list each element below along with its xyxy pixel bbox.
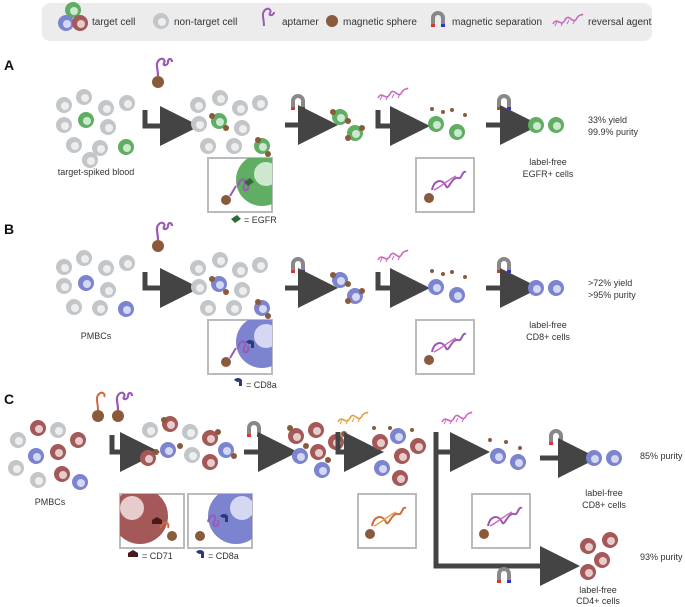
- panel-c-result1-line1: label-free: [585, 488, 623, 498]
- panel-b-result-line1: label-free: [529, 320, 567, 330]
- legend-box: [42, 3, 652, 41]
- panel-c-inset-cd71: [119, 493, 185, 549]
- panel-c-stat1: 85% purity: [640, 451, 683, 461]
- panel-c-inset-released-1: [357, 493, 417, 549]
- panel-a-inset-key: = EGFR: [244, 215, 277, 225]
- panel-a-bound-cells: [190, 90, 271, 157]
- cd8a-icon-c: [196, 549, 204, 558]
- panel-c-magnet-icon: [247, 421, 261, 437]
- panel-b-arrow-3: [375, 268, 430, 308]
- panel-c-arrow-4: [433, 432, 490, 472]
- panel-b-letter: B: [4, 221, 14, 237]
- panel-c-reversal-agent-1: [337, 411, 369, 425]
- panel-c-magnet-icon-2: [549, 429, 563, 445]
- panel-a-result-line1: label-free: [529, 157, 567, 167]
- panel-a-aptamer-sphere: [150, 57, 174, 90]
- cd8a-icon: [234, 377, 242, 386]
- legend-label-aptamer: aptamer: [282, 17, 319, 28]
- panel-b-result-cells: [528, 280, 564, 296]
- cd71-icon: [128, 550, 138, 557]
- panel-a-released-cells: [428, 107, 467, 140]
- non-target-cell-icon: [153, 13, 169, 29]
- panel-c-reversal-agent-2: [441, 411, 473, 425]
- panel-c-inset-cd8a: [187, 493, 253, 549]
- panel-c-arrow-branch: [433, 452, 580, 586]
- panel-a-result-cells: [528, 117, 564, 133]
- panel-a-result-line2: EGFR+ cells: [523, 169, 574, 179]
- panel-a-inset-released: [415, 157, 475, 213]
- panel-b-result-line2: CD8+ cells: [526, 332, 570, 342]
- aptamer-icon: [261, 7, 275, 27]
- panel-c-arrow-1: [109, 432, 160, 472]
- panel-a-inset: [207, 157, 273, 213]
- panel-c-stat2: 93% purity: [640, 552, 683, 562]
- panel-a-start-label: target-spiked blood: [58, 167, 135, 177]
- panel-b-magnet-icon: [291, 257, 305, 273]
- panel-a-stat1: 33% yield: [588, 115, 627, 125]
- panel-b-released-cells: [428, 269, 467, 303]
- panel-c-result-cells-2: [580, 532, 618, 580]
- panel-c-released-cells-2: [488, 438, 526, 470]
- legend-label-nontarget: non-target cell: [174, 17, 237, 28]
- panel-c-released-cells-1: [372, 426, 426, 486]
- panel-c-inset-released-2: [471, 493, 531, 549]
- panel-c-letter: C: [4, 391, 14, 407]
- panel-a-letter: A: [4, 57, 14, 73]
- panel-a-magnet-icon: [291, 94, 305, 110]
- egfr-icon: [231, 215, 241, 223]
- magnetic-sphere-icon: [326, 15, 338, 27]
- panel-a-stat2: 99.9% purity: [588, 127, 639, 137]
- panel-b-magnet-icon-2: [497, 257, 511, 273]
- panel-c-result1-line2: CD8+ cells: [582, 500, 626, 510]
- panel-c-start-label: PMBCs: [35, 497, 66, 507]
- panel-c-result-cells-1: [586, 450, 622, 466]
- panel-b-separated-cells: [330, 272, 365, 304]
- panel-b-start-cells: [56, 250, 135, 317]
- panel-c-start-cells: [8, 420, 88, 490]
- panel-b-stat1: >72% yield: [588, 278, 632, 288]
- panel-c-result2-line1: label-free: [579, 585, 617, 595]
- panel-b-start-label: PMBCs: [81, 331, 112, 341]
- panel-c-inset-key-cd8a: = CD8a: [208, 551, 239, 561]
- panel-b-inset-released: [415, 319, 475, 375]
- panel-a-arrow-1: [142, 106, 200, 146]
- panel-b-bound-cells: [190, 252, 271, 319]
- panel-c-result2-line2: CD4+ cells: [576, 596, 620, 606]
- panel-c-bound-cells: [140, 416, 237, 470]
- legend-label-reversal: reversal agent: [588, 17, 652, 28]
- panel-c-aptamers: [92, 391, 134, 424]
- panel-a-reversal-agent: [377, 87, 409, 101]
- panel-c-inset-key-cd71: = CD71: [142, 551, 173, 561]
- panel-a-magnet-icon-2: [497, 94, 511, 110]
- panel-b-inset-key: = CD8a: [246, 380, 277, 390]
- legend-label-sphere: magnetic sphere: [343, 17, 417, 28]
- legend-label-magnet: magnetic separation: [452, 17, 542, 28]
- panel-c-arrow-3: [335, 432, 384, 472]
- panel-a-separated-cells: [330, 109, 365, 141]
- legend-label-target: target cell: [92, 17, 135, 28]
- panel-a-arrow-3: [375, 106, 430, 146]
- panel-b-stat2: >95% purity: [588, 290, 636, 300]
- panel-a-start-cells: [56, 89, 135, 168]
- panel-b-inset: [207, 319, 273, 375]
- panel-c-magnet-icon-3: [497, 567, 511, 583]
- panel-b-reversal-agent: [377, 249, 409, 263]
- panel-b-aptamer-sphere: [150, 221, 174, 254]
- panel-b-arrow-1: [142, 268, 200, 308]
